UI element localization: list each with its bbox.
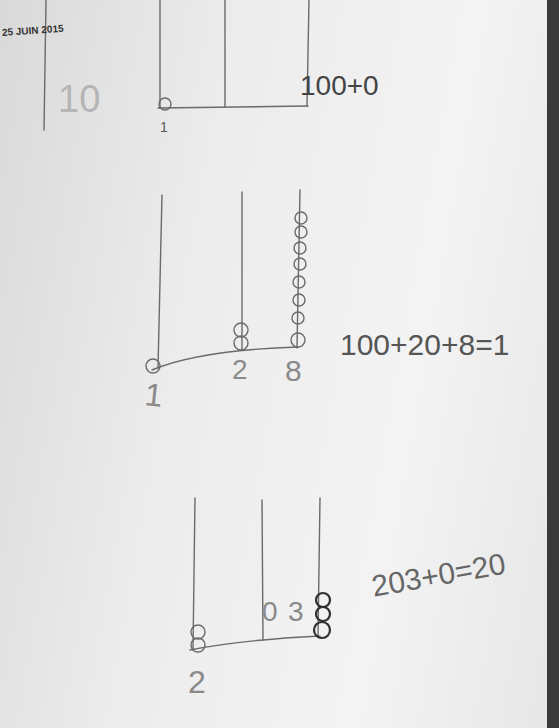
place-digit: 1 bbox=[160, 120, 168, 134]
sum-expression: 100+0 bbox=[300, 72, 379, 100]
place-digit: 8 bbox=[285, 356, 302, 386]
page-edge bbox=[547, 0, 559, 728]
sum-expression: 100+20+8=1 bbox=[340, 330, 509, 360]
place-digit: 3 bbox=[288, 598, 304, 626]
date-stamp: 25 JUIN 2015 bbox=[2, 24, 64, 38]
bold-beads bbox=[314, 593, 330, 638]
place-digit: 1 bbox=[143, 378, 164, 412]
sum-expression: 203+0=20 bbox=[369, 549, 507, 602]
place-digit: 2 bbox=[188, 666, 206, 698]
abacus-sketch bbox=[44, 0, 320, 652]
place-digit: 2 bbox=[232, 356, 248, 384]
place-digit: 0 bbox=[262, 598, 278, 626]
faint-digits: 10 bbox=[58, 80, 100, 118]
